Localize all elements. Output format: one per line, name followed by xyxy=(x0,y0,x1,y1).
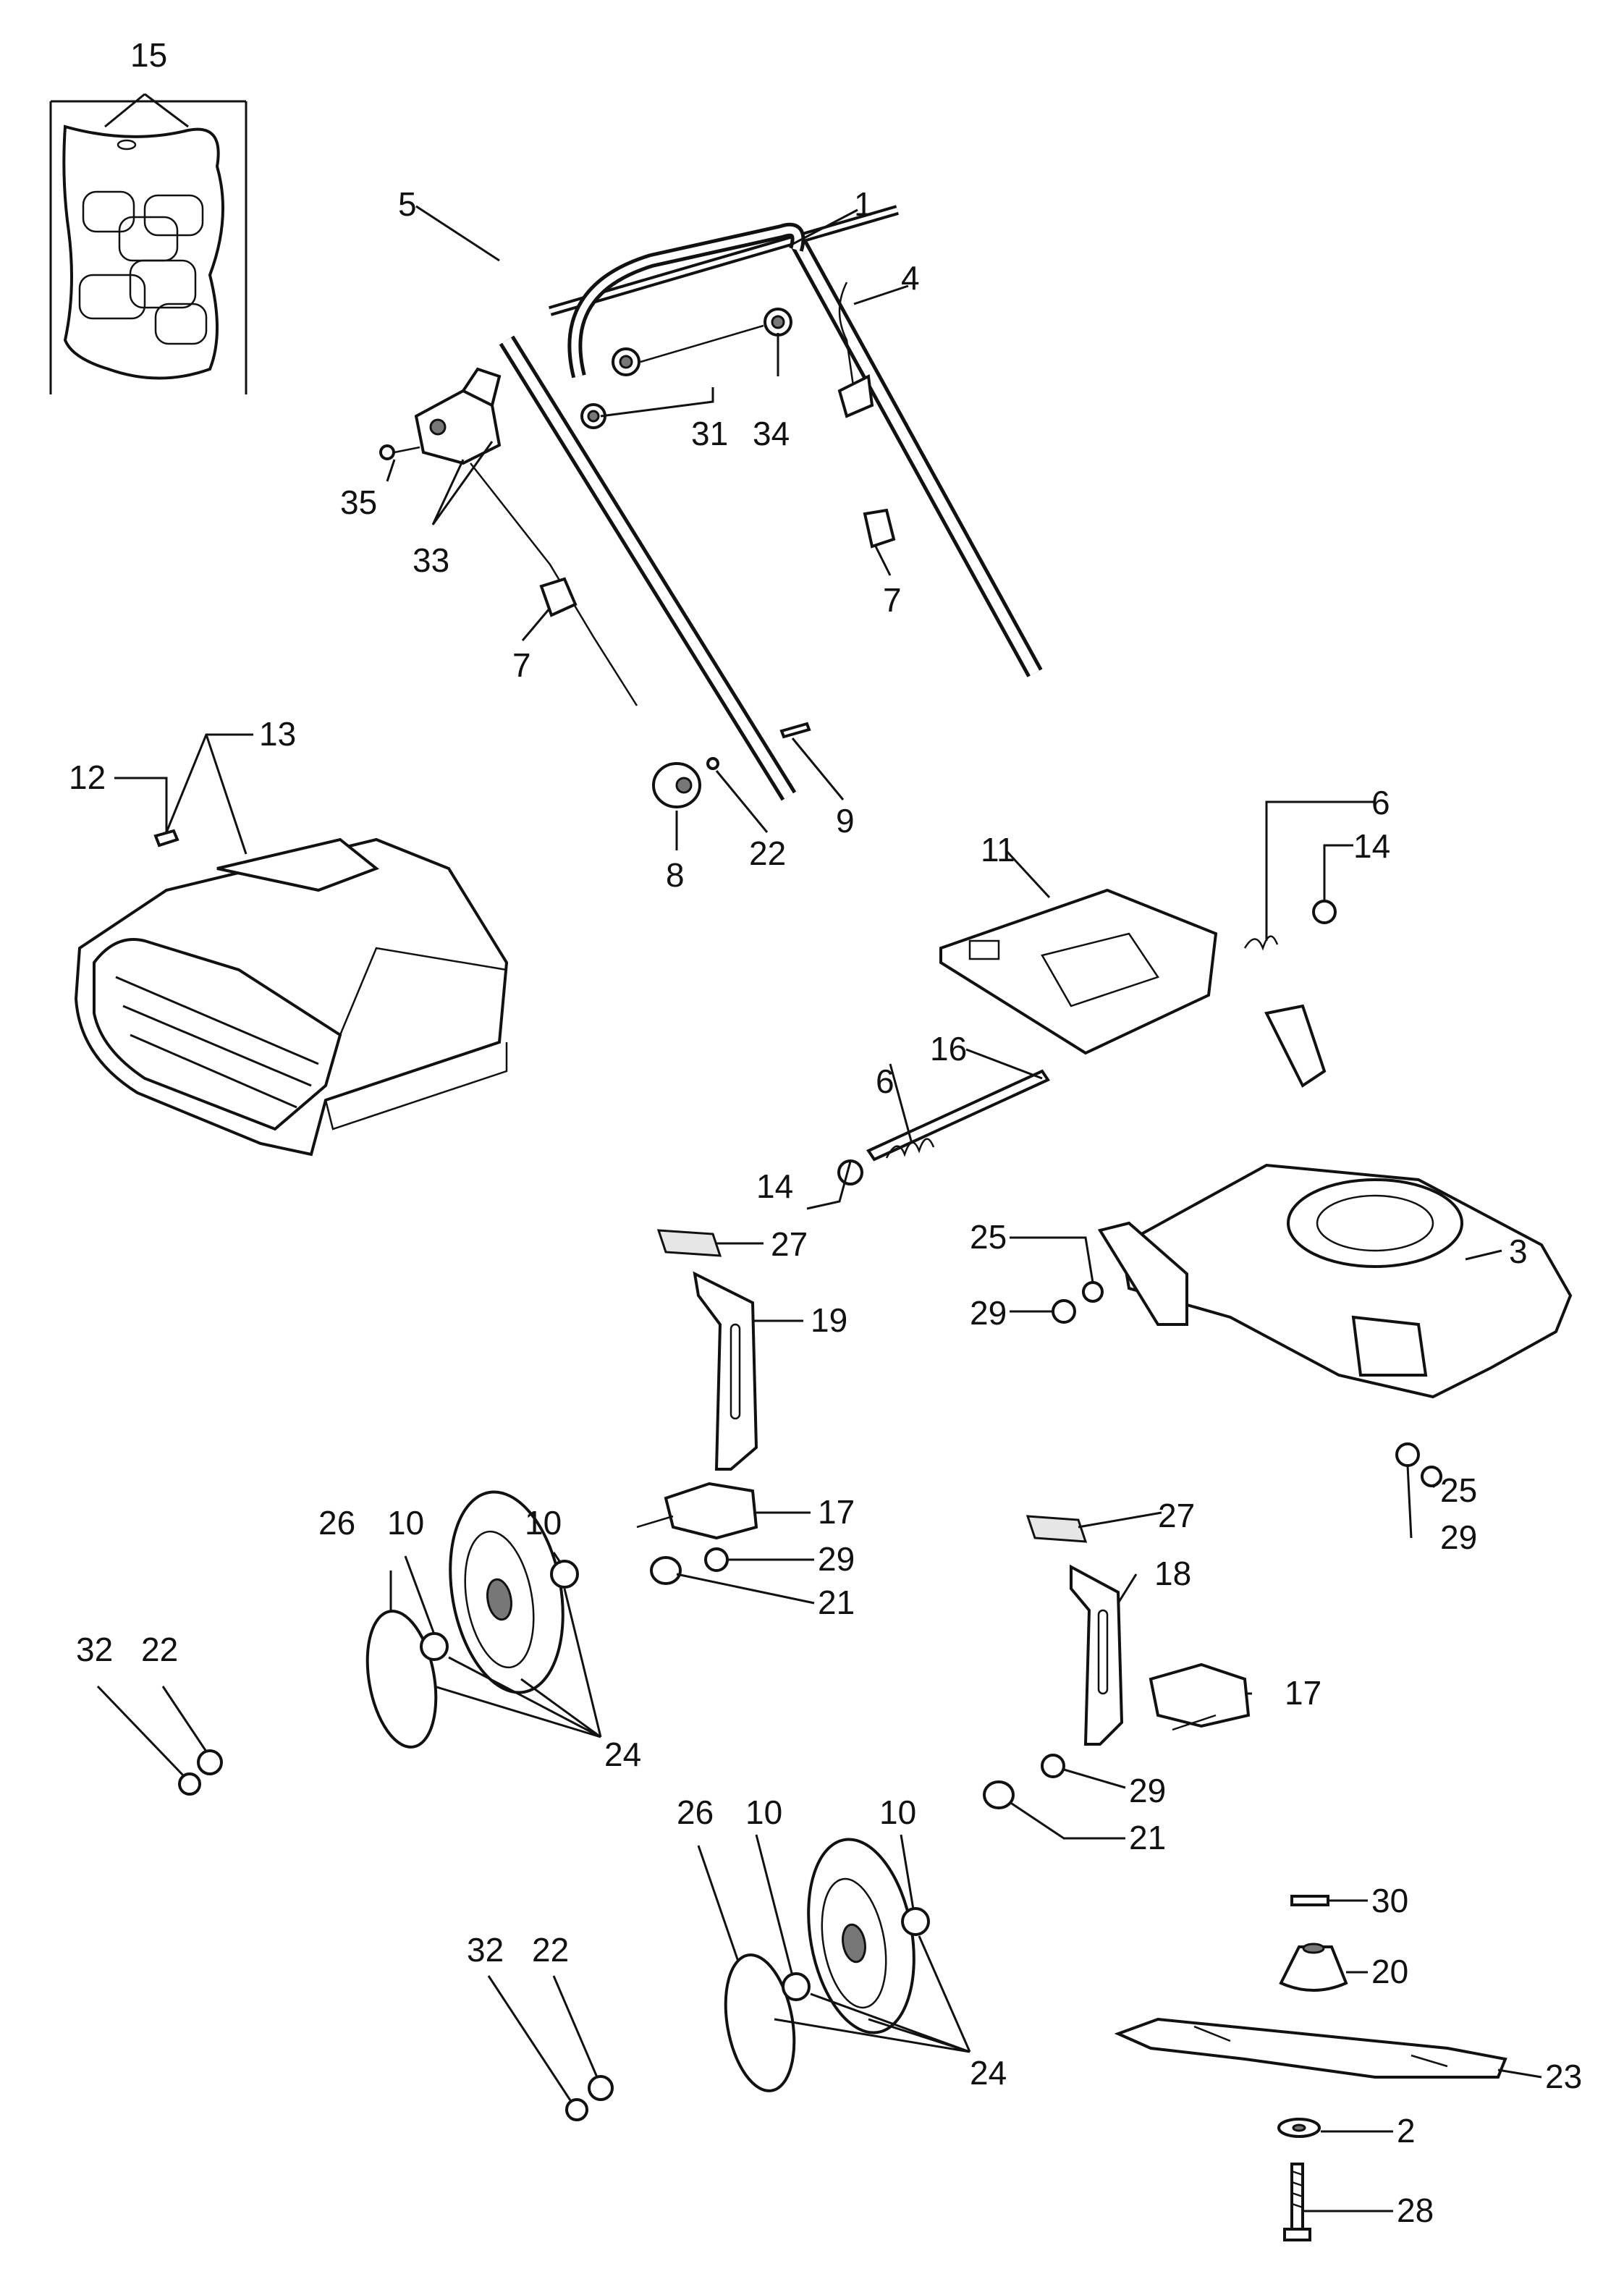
callout-31: 31 xyxy=(691,415,728,452)
callout-21b: 21 xyxy=(1129,1819,1166,1856)
callout-27a: 27 xyxy=(771,1225,808,1263)
callout-25a: 25 xyxy=(970,1218,1007,1256)
callout-13: 13 xyxy=(259,715,296,753)
callout-2: 2 xyxy=(1397,2112,1416,2150)
callout-22b: 22 xyxy=(141,1631,178,1668)
callout-25b: 25 xyxy=(1440,1471,1477,1509)
part-23-blade xyxy=(1114,2017,1507,2079)
part-35-screw xyxy=(379,444,420,460)
callout-11: 11 xyxy=(981,831,1015,868)
callout-30: 30 xyxy=(1371,1882,1408,1919)
leader-lines xyxy=(96,205,1542,2212)
callout-17b: 17 xyxy=(1285,1674,1321,1712)
part-24-wheel xyxy=(449,1490,915,2034)
callout-29d: 29 xyxy=(1129,1772,1166,1809)
part-22-washer xyxy=(706,757,719,770)
part-26-hubcap xyxy=(365,1610,796,2092)
callout-6a: 6 xyxy=(1371,784,1390,821)
part-31-bolt xyxy=(580,403,606,429)
part-13-grass-catcher xyxy=(74,837,509,1157)
callout-17a: 17 xyxy=(818,1493,855,1531)
callout-28: 28 xyxy=(1397,2192,1434,2229)
part-30-key xyxy=(1290,1895,1329,1906)
part-25-bolt xyxy=(1082,1281,1442,1487)
callout-32a: 32 xyxy=(76,1631,113,1668)
part-18-height-bracket xyxy=(1070,1564,1124,1746)
callout-29c: 29 xyxy=(818,1540,855,1578)
callout-21a: 21 xyxy=(818,1584,855,1621)
callout-14a: 14 xyxy=(1353,827,1390,865)
callout-20: 20 xyxy=(1371,1953,1408,1990)
callout-15: 15 xyxy=(130,36,167,74)
callout-7a: 7 xyxy=(512,646,531,684)
part-1-operating-bail xyxy=(567,222,805,379)
callout-34: 34 xyxy=(753,415,790,452)
part-7-cable-clip xyxy=(539,508,896,617)
part-14-washer xyxy=(837,900,1337,1185)
callout-6b: 6 xyxy=(876,1062,895,1100)
part-8-handle-knob xyxy=(652,762,701,808)
callout-29b: 29 xyxy=(1440,1518,1477,1556)
callout-33: 33 xyxy=(413,541,449,579)
callout-24b: 24 xyxy=(970,2054,1007,2092)
part-27-cap xyxy=(656,1229,1088,1543)
callout-35: 35 xyxy=(340,483,377,521)
callout-7b: 7 xyxy=(883,581,902,619)
part-16-rod xyxy=(866,1069,1050,1162)
part-21-bolt xyxy=(650,1556,1015,1809)
callout-22a: 22 xyxy=(749,834,786,872)
part-29-washer-b xyxy=(704,1547,1065,1778)
part-20-blade-adapter xyxy=(1279,1943,1348,1992)
callout-1: 1 xyxy=(854,185,873,223)
callout-16: 16 xyxy=(930,1030,967,1068)
callout-18: 18 xyxy=(1154,1555,1191,1592)
part-17-axle xyxy=(636,1482,1251,1731)
callout-32b: 32 xyxy=(467,1931,504,1969)
part-33-throttle-control xyxy=(414,367,638,706)
part-3-mower-deck xyxy=(1097,1004,1573,1399)
callout-9: 9 xyxy=(836,802,855,840)
callout-5: 5 xyxy=(398,185,417,223)
part-11-discharge-flap xyxy=(939,888,1218,1055)
callout-24a: 24 xyxy=(604,1736,641,1773)
callout-12: 12 xyxy=(69,758,106,796)
callout-10b: 10 xyxy=(525,1504,562,1542)
callout-26b: 26 xyxy=(677,1793,714,1831)
callout-19: 19 xyxy=(811,1301,847,1339)
callout-23: 23 xyxy=(1545,2058,1582,2095)
callout-10c: 10 xyxy=(745,1793,782,1831)
callout-10d: 10 xyxy=(879,1793,916,1831)
callout-29a: 29 xyxy=(970,1294,1007,1332)
part-15-label-sheet xyxy=(49,93,248,394)
callout-22c: 22 xyxy=(532,1931,569,1969)
callout-3: 3 xyxy=(1509,1233,1528,1270)
part-9-bolt xyxy=(779,722,811,739)
callout-14b: 14 xyxy=(756,1167,793,1205)
callout-labels: 15 1 5 4 31 34 35 33 7 7 13 12 9 8 22 6 … xyxy=(69,36,1582,2229)
part-19-height-bracket xyxy=(693,1271,758,1471)
callout-8: 8 xyxy=(666,856,685,894)
part-28-blade-bolt xyxy=(1283,2163,1311,2241)
callout-4: 4 xyxy=(901,259,920,297)
part-32-nut xyxy=(178,1772,588,2121)
callout-26a: 26 xyxy=(318,1504,355,1542)
part-12-screw xyxy=(153,829,179,848)
callout-27b: 27 xyxy=(1158,1497,1195,1534)
part-22-washer-b xyxy=(197,1749,614,2101)
part-34-knob xyxy=(612,308,792,376)
callout-10a: 10 xyxy=(387,1504,424,1542)
part-4-cable xyxy=(837,282,874,418)
part-2-washer xyxy=(1277,2118,1321,2138)
part-5-handle xyxy=(491,138,1043,801)
